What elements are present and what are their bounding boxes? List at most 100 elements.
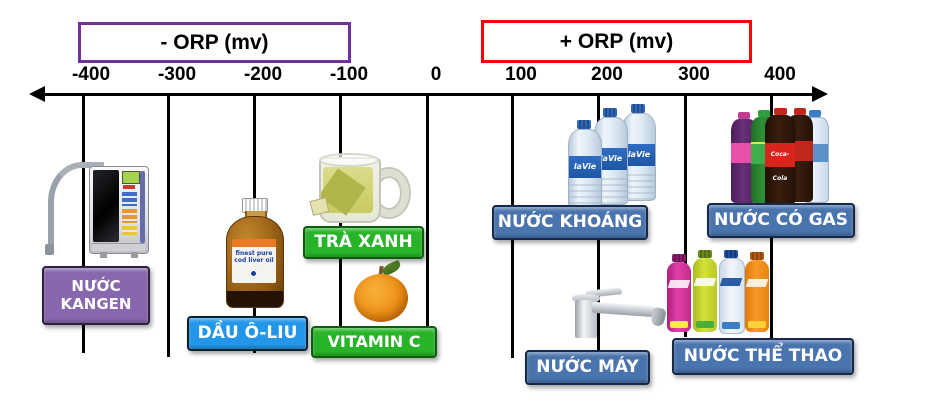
machine-hose-nozzle [45, 244, 54, 255]
nuoc-may-label: NƯỚC MÁY [525, 350, 650, 385]
faucet-spout [591, 301, 657, 318]
orange-body [354, 274, 408, 322]
sports-body [667, 262, 691, 332]
kangen-machine-image [45, 148, 150, 258]
sports-bottle-pink [666, 254, 692, 334]
soda-cap [758, 110, 770, 117]
mug-rim [319, 153, 379, 167]
water-bottle-cap [631, 104, 645, 113]
sports-bottom-label [670, 321, 688, 328]
positive-orp-label-box: + ORP (mv) [481, 20, 752, 63]
machine-foot [131, 252, 138, 258]
mug-body [319, 157, 381, 223]
faucet-base [575, 300, 597, 338]
water-bottle-body: laVie [568, 129, 602, 207]
water-bottle-ribs [569, 184, 601, 206]
tra-xanh-label: TRÀ XANH [303, 226, 424, 259]
water-bottle: laVie [567, 120, 602, 207]
nuoc-co-gas-label: NƯỚC CÓ GAS [707, 203, 855, 238]
axis-tick-label: -200 [243, 64, 283, 85]
axis-tick-label: 200 [591, 64, 623, 85]
connector-line-300 [684, 96, 687, 337]
machine-button-red [123, 185, 135, 189]
bottle-label: finest pure cod liver oil [232, 239, 276, 283]
orange-fruit-image [352, 259, 410, 325]
soda-cap [774, 108, 787, 115]
sports-bottom-label [748, 321, 766, 328]
sports-cap [750, 252, 764, 260]
sports-logo [720, 278, 743, 286]
machine-buttons-yellow [122, 226, 137, 235]
sports-logo [667, 280, 691, 288]
soda-label [731, 143, 757, 163]
faucet-spout-tip [650, 306, 667, 328]
nuoc-kangen-label: NƯỚC KANGEN [42, 266, 150, 325]
cod-liver-oil-bottle-image: finest pure cod liver oil [224, 198, 284, 312]
soda-cap [794, 108, 806, 115]
water-bottle-label: laVie [595, 148, 627, 170]
axis-tick-label: 100 [505, 64, 537, 85]
bottle-label-line1: finest pure [235, 250, 273, 257]
nuoc-the-thao-label: NƯỚC THỂ THAO [672, 338, 854, 375]
machine-black-panel [93, 170, 119, 242]
faucet-image [566, 286, 670, 340]
connector-line-0 [426, 96, 429, 330]
water-bottle-cap [603, 108, 617, 117]
mineral-water-bottles-image: laVie laVie laVie [567, 104, 659, 207]
machine-blue-stripe [140, 171, 145, 243]
axis-tick-label: -400 [71, 64, 111, 85]
machine-buttons-orange [122, 209, 137, 223]
sports-body [719, 258, 745, 334]
soda-cap [809, 110, 821, 117]
vitamin-c-label: VITAMIN C [311, 326, 437, 358]
soda-bottle-cola-front: Coca-Cola [765, 108, 795, 206]
machine-hose [48, 162, 104, 253]
sports-logo [745, 279, 769, 287]
soda-label-coca-cola: Coca-Cola [765, 143, 795, 182]
sports-body [693, 258, 717, 332]
bottle-label-line2: cod liver oil [234, 257, 274, 265]
green-tea-mug-image [309, 145, 409, 227]
sports-logo [693, 278, 717, 286]
axis-tick-label: -300 [157, 64, 197, 85]
soda-bottles-image: Coca-Cola [731, 108, 831, 206]
water-bottle-label: laVie [623, 144, 655, 166]
nuoc-khoang-label: NƯỚC KHOÁNG [492, 205, 648, 240]
bottle-label-orange-band [232, 239, 276, 247]
bottle-label-logo [249, 269, 258, 278]
machine-foot [100, 252, 107, 258]
axis-tick-label: 400 [764, 64, 796, 85]
axis-right-arrow-icon [812, 86, 828, 102]
axis-left-arrow-icon [29, 86, 45, 102]
sports-cap [698, 250, 712, 258]
machine-buttons-blue [122, 192, 137, 206]
soda-cap [738, 112, 750, 119]
sports-cap [724, 250, 738, 258]
sports-bottom-label [722, 322, 740, 329]
machine-base-band [92, 243, 145, 251]
sports-drink-bottles-image [666, 250, 770, 336]
bottle-dark-bottom [227, 291, 283, 307]
negative-orp-label-box: - ORP (mv) [78, 22, 351, 63]
water-bottle-ribs [623, 174, 655, 200]
water-bottle-cap [577, 120, 591, 129]
bottle-label-text: finest pure cod liver oil [232, 250, 276, 264]
dau-o-liu-label: DẦU Ô-LIU [187, 316, 308, 351]
sports-body [745, 260, 769, 332]
sports-bottom-label [696, 321, 714, 328]
faucet-base-cap [572, 294, 600, 303]
connector-line--300 [167, 96, 170, 357]
sports-cap [672, 254, 686, 262]
axis-tick-label: 0 [430, 64, 442, 85]
sports-bottle-green [692, 250, 718, 334]
soda-body: Coca-Cola [765, 115, 795, 205]
sports-bottle-blue [718, 250, 745, 334]
axis-tick-label: -100 [329, 64, 369, 85]
sports-bottle-orange [744, 252, 770, 334]
axis-tick-label: 300 [678, 64, 710, 85]
bottle-neck [245, 211, 267, 218]
water-bottle-label: laVie [569, 156, 601, 178]
bottle-body: finest pure cod liver oil [226, 216, 284, 308]
machine-screen [122, 171, 140, 184]
